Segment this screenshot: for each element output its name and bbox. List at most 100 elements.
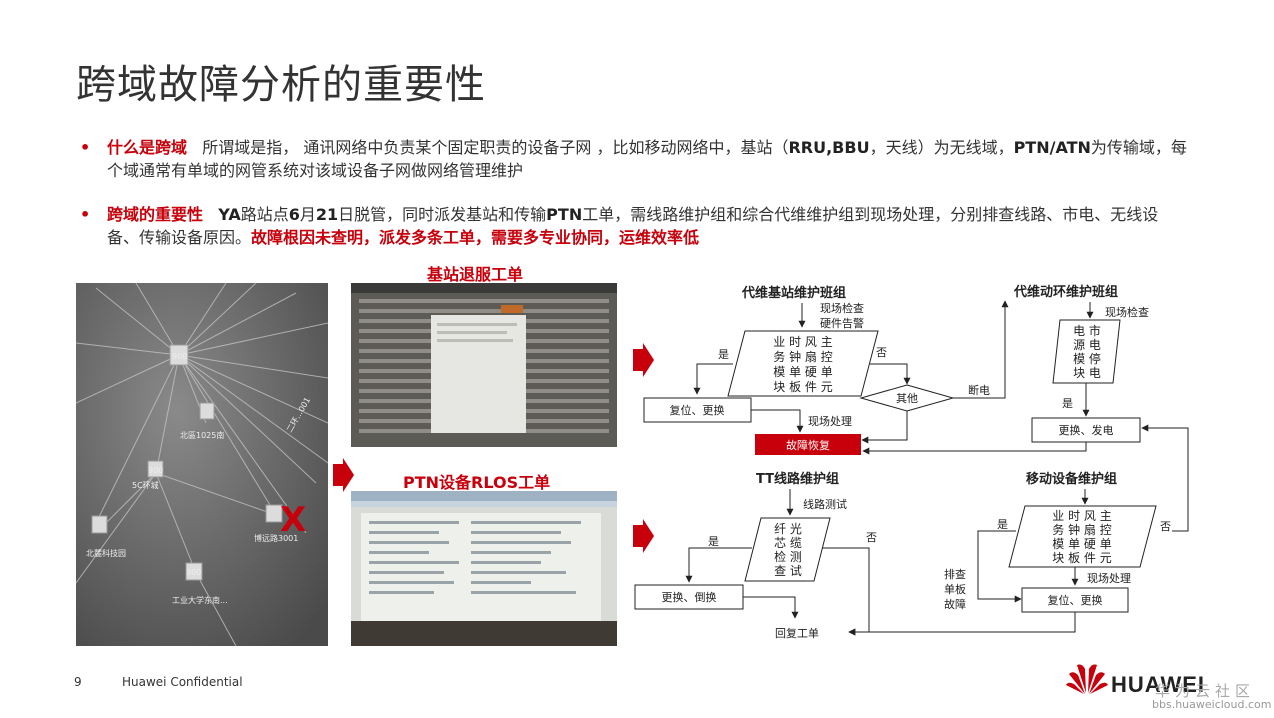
arrow-right-icon	[633, 519, 654, 553]
group3-para-line: 纤 光	[774, 522, 802, 536]
huawei-logo-icon	[1066, 664, 1108, 694]
fault-x-mark: X	[280, 500, 306, 540]
bullet-bold: PTN/ATN	[1013, 138, 1091, 157]
check-board-line: 故障	[944, 597, 966, 611]
group1-para-line: 模 单 硬 单	[773, 365, 832, 379]
group2-title: 代维动环维护班组	[1013, 284, 1118, 300]
group2-para-line: 源 电	[1073, 338, 1101, 352]
huawei-logo-text: HUAWEI	[1111, 672, 1205, 697]
group3-step: 线路测试	[803, 497, 847, 511]
page-number: 9	[74, 675, 82, 689]
group1-para: 业 时 风 主 务 钟 扇 控 模 单 硬 单 块 板 件 元	[773, 335, 832, 394]
node-icon	[91, 515, 108, 534]
check-board-line: 单板	[944, 582, 966, 596]
topo-label: 北麓科技园	[86, 548, 126, 558]
other-diamond-label: 其他	[896, 392, 918, 405]
node-icon	[265, 504, 283, 523]
ticket2-photo	[351, 491, 617, 646]
group3-title: TT线路维护组	[756, 471, 839, 487]
bullet-text: 月	[299, 205, 316, 224]
group2-para-line: 电 市	[1073, 323, 1101, 338]
node-icon	[169, 344, 189, 366]
group4-para-line: 块 板 件 元	[1052, 551, 1111, 565]
bullet-label: 什么是跨域	[107, 138, 188, 157]
group3-para-line: 检 测	[774, 549, 802, 564]
group3-para-line: 芯 缆	[774, 536, 802, 550]
topology-photo: 北麓科技园 工业大学东南... 北區1025南 900 900 900 5C环城…	[76, 283, 328, 646]
bullet-text: 工单，需线路维护组和综合代维维护组到现场处理，分别排查线路、市电、无线设备、传输…	[107, 205, 1159, 247]
bullet-dot: •	[80, 205, 91, 224]
node-icon	[147, 460, 164, 478]
no-label: 否	[866, 531, 877, 544]
topo-label: 博远路3001	[254, 533, 298, 543]
bullet-bold: 6	[288, 205, 300, 224]
no-label: 否	[1160, 520, 1171, 533]
group1-step-line: 现场检查	[820, 301, 864, 315]
replace-generate-box: 更换、发电	[1059, 423, 1114, 437]
bullet-text: 所谓域是指， 通讯网络中负责某个固定职责的设备子网 ，比如移动网络中，基站（	[202, 138, 789, 157]
confidential-label: Huawei Confidential	[122, 675, 243, 689]
node-icon	[185, 562, 203, 581]
group1-title: 代维基站维护班组	[741, 285, 846, 301]
bullet-label: 跨域的重要性	[107, 205, 204, 224]
group3-para-line: 查 试	[774, 563, 802, 578]
group1-para-line: 块 板 件 元	[773, 380, 832, 394]
bullet-dot: •	[80, 138, 91, 157]
group2-para-line: 块 电	[1073, 366, 1101, 380]
bullet-text: ，天线）为无线域，	[869, 138, 1014, 157]
replace-switch-box: 更换、倒换	[662, 590, 717, 604]
check-board-line: 排查	[944, 567, 966, 581]
topo-label: 900	[186, 568, 201, 577]
onsite-label: 现场处理	[1087, 571, 1131, 585]
group4-para-line: 模 单 硬 单	[1052, 537, 1111, 551]
power-cut-label: 断电	[968, 383, 990, 397]
bullet-text: 日脱管，同时派发基站和传输	[338, 205, 547, 224]
check-board-label: 排查 单板 故障	[944, 567, 966, 611]
topo-label: 900	[148, 466, 163, 475]
onsite-label: 现场处理	[808, 414, 852, 428]
reset-replace-box: 复位、更换	[670, 403, 725, 417]
group4-title: 移动设备维护组	[1026, 471, 1117, 487]
topo-label: 5C环城	[132, 481, 159, 490]
topo-label: 900	[172, 352, 187, 361]
watermark-cn: 华为云社区	[1155, 682, 1256, 700]
arrow-right-icon	[333, 458, 354, 492]
reset-replace-box: 复位、更换	[1048, 593, 1103, 607]
bullet-text: 路站点	[240, 205, 289, 224]
watermark-url: bbs.huaweicloud.com	[1152, 698, 1272, 711]
group2-para-line: 模 停	[1073, 351, 1101, 366]
group1-para-line: 务 钟 扇 控	[773, 349, 832, 364]
group2-para: 电 市 源 电 模 停 块 电	[1073, 323, 1101, 380]
group1-step-line: 硬件告警	[820, 316, 864, 330]
fault-restore-label: 故障恢复	[786, 438, 830, 452]
ticket2-title: PTN设备RLOS工单	[403, 473, 551, 492]
no-label: 否	[876, 346, 887, 359]
group4-para: 业 时 风 主 务 钟 扇 控 模 单 硬 单 块 板 件 元	[1052, 509, 1111, 565]
node-icon	[199, 402, 215, 420]
bullet-bold: RRU,BBU	[788, 138, 870, 157]
group2-step: 现场检查	[1105, 305, 1149, 319]
group1-step: 现场检查硬件告警	[820, 301, 864, 330]
bullet-highlight: 故障根因未查明，派发多条工单，需要多专业协同，运维效率低	[251, 228, 700, 247]
bullet-bold: PTN	[546, 205, 583, 224]
bullet-text: 为传输域，每个域通常有单域的网管系统对该域设备子网做网络管理维护	[107, 138, 1187, 180]
bullet-bold: 21	[315, 205, 339, 224]
ticket1-photo	[351, 283, 617, 447]
fault-restore-box	[755, 434, 861, 455]
group3-para: 纤 光 芯 缆 检 测 查 试	[774, 522, 802, 578]
topo-label: 北區1025南	[180, 430, 224, 440]
yes-label: 是	[718, 348, 729, 361]
yes-label: 是	[708, 535, 719, 548]
group4-para-line: 务 钟 扇 控	[1052, 522, 1111, 537]
group4-para-line: 业 时 风 主	[1052, 509, 1111, 523]
reply-ticket-label: 回复工单	[775, 626, 819, 640]
yes-label: 是	[1062, 397, 1073, 410]
arrow-right-icon	[633, 343, 654, 377]
ticket1-title: 基站退服工单	[427, 265, 524, 284]
bullet-bold: YA	[218, 205, 241, 224]
yes-label: 是	[997, 518, 1008, 531]
group1-para-line: 业 时 风 主	[773, 335, 832, 349]
topo-label: 工业大学东南...	[172, 595, 228, 605]
slide-title: 跨域故障分析的重要性	[76, 62, 486, 108]
